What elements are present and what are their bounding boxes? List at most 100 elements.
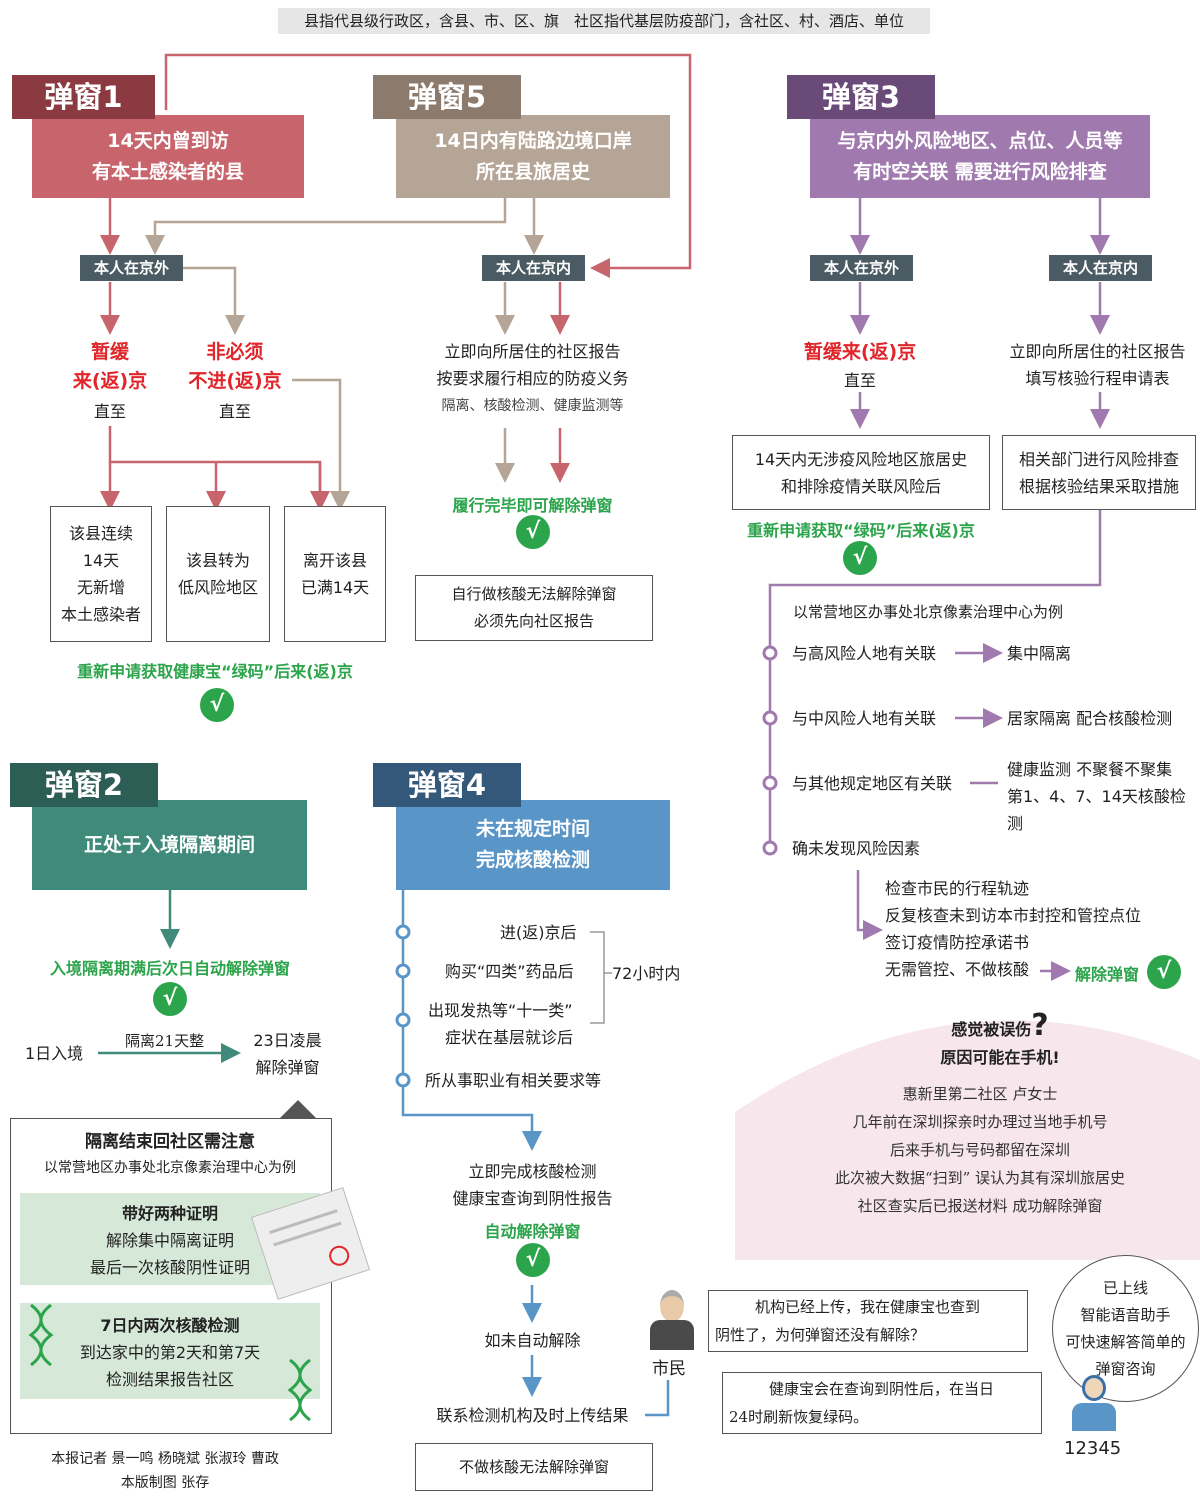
w2-end-l1: 23日凌晨	[253, 1031, 322, 1050]
w4-complete-l1: 立即完成核酸检测	[468, 1162, 597, 1181]
w4-box-line1: 未在规定时间	[475, 818, 590, 840]
w3-steps: 检查市民的行程轨迹 反复核查未到访本市封控和管控点位 签订疫情防控承诺书 无需管…	[885, 875, 1141, 983]
w1-cond-2: 该县转为 低风险地区	[166, 506, 270, 642]
w4-tag: 弹窗4	[373, 763, 521, 807]
w4-item-3: 出现发热等“十一类”	[428, 1001, 573, 1020]
w5-box-line1: 14日内有陆路边境口岸	[434, 129, 632, 152]
w4-not-auto: 如未自动解除	[484, 1331, 581, 1350]
w2-end: 23日凌晨 解除弹窗	[240, 1027, 335, 1081]
w4-item-1: 进(返)京后	[500, 923, 577, 942]
w3-in-check-l2: 根据核验结果采取措施	[1018, 476, 1179, 496]
w3-out-cond-l1: 14天内无涉疫风险地区旅居史	[754, 449, 968, 469]
dna-icon-right	[287, 1358, 313, 1422]
w2-tag: 弹窗2	[10, 763, 158, 807]
w3-in-pill: 本人在京内	[1049, 255, 1152, 281]
w3-story-l1: 惠新里第二社区 卢女士	[902, 1085, 1058, 1103]
w4-complete-l2: 健康宝查询到阴性报告	[452, 1189, 613, 1208]
w3-item-none: 确未发现风险因素	[792, 839, 921, 858]
agent-text-l2: 24时刷新恢复绿码。	[729, 1408, 869, 1426]
w1-optional-line1: 非必须	[206, 341, 264, 363]
w3-release-check-icon: √	[1147, 955, 1181, 989]
notice-pointer-icon	[280, 1100, 316, 1118]
w4-complete: 立即完成核酸检测 健康宝查询到阴性报告	[420, 1158, 645, 1212]
w1-cond-1-l3: 无新增	[76, 578, 125, 597]
dna-icon-left	[28, 1303, 54, 1367]
voice-l3: 可快速解答简单的	[1065, 1332, 1186, 1351]
w2-test-1: 到达家中的第2天和第7天	[79, 1343, 261, 1362]
w3-tag: 弹窗3	[787, 75, 935, 119]
w3-defer: 暂缓来(返)京	[803, 341, 917, 363]
voice-l2: 智能语音助手	[1080, 1305, 1171, 1324]
w4-item-3b: 症状在基层就诊后	[445, 1028, 574, 1047]
w4-item-4: 所从事职业有相关要求等	[425, 1071, 602, 1090]
w1-cond-3-l1: 离开该县	[302, 551, 367, 570]
w5-check-icon: √	[516, 515, 550, 549]
w5-report-sub: 隔离、核酸检测、健康监测等	[441, 398, 624, 414]
w2-notice-title: 隔离结束回社区需注意	[85, 1132, 255, 1152]
w1-cond-1-l2: 14天	[82, 551, 120, 570]
agent-label: 12345	[1064, 1438, 1122, 1459]
w1-optional-line2: 不进(返)京	[188, 370, 282, 392]
w2-box-line1: 正处于入境隔离期间	[83, 833, 255, 856]
w1-defer: 暂缓 来(返)京	[60, 338, 160, 396]
w2-end-l2: 解除弹窗	[255, 1058, 320, 1077]
w3-example: 以常营地区办事处北京像素治理中心为例	[793, 603, 1064, 621]
w4-contact: 联系检测机构及时上传结果	[436, 1406, 629, 1425]
w3-out-cond-l2: 和排除疫情关联风险后	[780, 476, 941, 496]
w1-box-line1: 14天内曾到访	[107, 129, 229, 152]
w5-in-pill: 本人在京内	[482, 255, 585, 281]
headset-agent-icon	[1070, 1373, 1118, 1431]
w3-story: 惠新里第二社区 卢女士 几年前在深圳探亲时办理过当地手机号 后来手机与号码都留在…	[780, 1080, 1180, 1220]
w3-in-report: 立即向所居住的社区报告 填写核验行程申请表	[995, 338, 1200, 392]
w3-in-report-l2: 填写核验行程申请表	[1025, 369, 1170, 388]
w4-hours: 72小时内	[612, 964, 681, 983]
w3-check-icon: √	[843, 541, 877, 575]
credits-reporters: 本报记者 景一鸣 杨晓斌 张淑玲 曹政	[51, 1451, 279, 1467]
w3-bubble-q: 感觉被误伤? 原因可能在手机!	[900, 1011, 1100, 1072]
w2-auto: 入境隔离期满后次日自动解除弹窗	[49, 959, 290, 978]
w5-report-l2: 按要求履行相应的防疫义务	[436, 369, 629, 388]
w1-box: 14天内曾到访 有本土感染者的县	[32, 115, 304, 198]
w3-release: 解除弹窗	[1075, 965, 1140, 984]
w2-test-2: 检测结果报告社区	[105, 1370, 234, 1389]
citizen-avatar-icon	[650, 1290, 694, 1352]
w3-box-line2: 有时空关联 需要进行风险排查	[853, 160, 1107, 183]
w5-done: 履行完毕即可解除弹窗	[452, 496, 613, 515]
citizen-text-l1: 机构已经上传，我在健康宝也查到	[755, 1298, 981, 1316]
w3-step-4: 无需管控、不做核酸	[885, 960, 1030, 979]
credits: 本报记者 景一鸣 杨晓斌 张淑玲 曹政 本版制图 张存	[30, 1447, 300, 1495]
w1-reapply: 重新申请获取健康宝“绿码”后来(返)京	[77, 662, 353, 681]
w5-note: 自行做核酸无法解除弹窗 必须先向社区报告	[415, 575, 653, 641]
citizen-label: 市民	[652, 1359, 686, 1379]
w2-box: 正处于入境隔离期间	[32, 800, 307, 890]
w2-test-title: 7日内两次核酸检测	[100, 1316, 240, 1335]
w3-bubble-q-l1: 感觉被误伤	[951, 1020, 1032, 1039]
citizen-text-l2: 阴性了，为何弹窗还没有解除？	[715, 1326, 926, 1344]
w3-item-high-result: 集中隔离	[1007, 644, 1072, 663]
agent-speech-bubble: 健康宝会在查询到阴性后，在当日 24时刷新恢复绿码。	[722, 1372, 1042, 1434]
w3-story-l3: 后来手机与号码都留在深圳	[889, 1141, 1070, 1159]
w3-item-other-result: 健康监测 不聚餐不聚集 第1、4、7、14天核酸检测	[1007, 756, 1200, 837]
w3-until: 直至	[843, 371, 876, 390]
w3-story-l2: 几年前在深圳探亲时办理过当地手机号	[852, 1113, 1108, 1131]
w3-out-cond: 14天内无涉疫风险地区旅居史 和排除疫情关联风险后	[732, 435, 990, 510]
w3-in-check-l1: 相关部门进行风险排查	[1018, 449, 1179, 469]
w1-cond-2-l1: 该县转为	[185, 551, 250, 570]
agent-text-l1: 健康宝会在查询到阴性后，在当日	[769, 1380, 995, 1398]
w1-until-1: 直至	[93, 402, 126, 421]
w3-step-1: 检查市民的行程轨迹	[885, 879, 1030, 898]
w2-cert-title: 带好两种证明	[121, 1204, 218, 1223]
w2-day1: 1日入境	[25, 1044, 84, 1063]
citizen-speech-bubble: 机构已经上传，我在健康宝也查到 阴性了，为何弹窗还没有解除？	[708, 1290, 1028, 1352]
w1-box-line2: 有本土感染者的县	[91, 160, 244, 183]
w5-note-l1: 自行做核酸无法解除弹窗	[451, 585, 617, 603]
w2-notice-sub: 以常营地区办事处北京像素治理中心为例	[44, 1160, 296, 1176]
w3-item-mid-result: 居家隔离 配合核酸检测	[1007, 709, 1173, 728]
w3-bubble-q-l2: 原因可能在手机!	[940, 1048, 1060, 1067]
w5-tag: 弹窗5	[373, 75, 521, 119]
w3-reapply: 重新申请获取“绿码”后来(返)京	[747, 521, 975, 540]
w3-in-check: 相关部门进行风险排查 根据核验结果采取措施	[1002, 435, 1196, 510]
w3-box-line1: 与京内外风险地区、点位、人员等	[837, 129, 1123, 152]
voice-l4: 弹窗咨询	[1095, 1359, 1156, 1378]
w4-box-line2: 完成核酸检测	[475, 849, 590, 871]
